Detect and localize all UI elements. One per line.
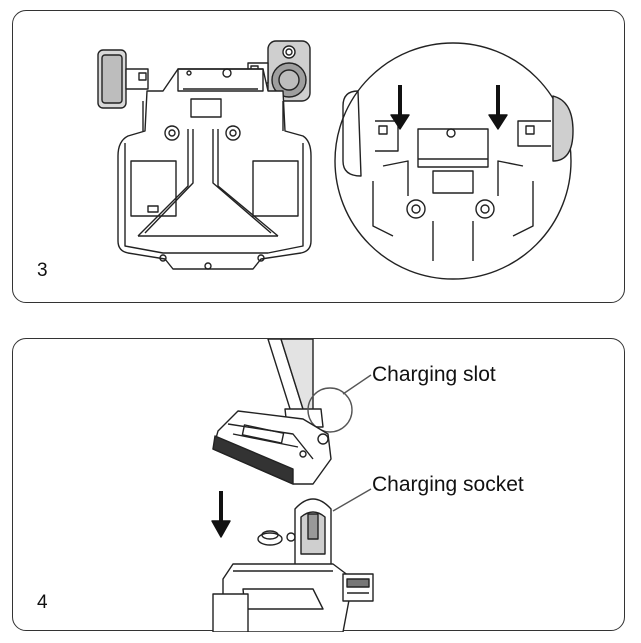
step-number: 4	[37, 592, 48, 613]
down-arrow-icon	[390, 85, 508, 130]
charging-socket-label: Charging socket	[372, 473, 524, 496]
base-body	[117, 68, 312, 270]
cleaner-head	[212, 410, 332, 485]
step-3-panel: 3	[12, 10, 625, 303]
charging-station	[212, 498, 374, 632]
zoom-detail	[334, 42, 574, 280]
step-3-illustration	[97, 40, 574, 280]
vacuum-handle	[267, 339, 324, 438]
step-4-illustration	[211, 339, 374, 632]
step-4-panel: Charging slot Charging socket 4	[12, 338, 625, 632]
right-pad-icon	[247, 40, 311, 102]
charging-slot-label: Charging slot	[372, 363, 496, 386]
step-number: 3	[37, 260, 48, 281]
left-pad-icon	[97, 49, 149, 109]
down-arrow-icon	[211, 491, 231, 538]
